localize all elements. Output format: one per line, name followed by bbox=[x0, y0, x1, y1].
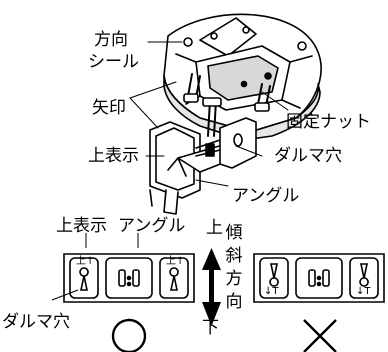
incorrect-mounting-figure bbox=[253, 253, 385, 352]
mounting-bolts bbox=[183, 73, 271, 137]
label-keyhole: ダルマ穴 bbox=[274, 146, 342, 166]
label-angle: アングル bbox=[232, 186, 300, 206]
label-tilt-direction: 傾斜方向 bbox=[225, 223, 243, 312]
bracket-assembly bbox=[149, 117, 257, 215]
label-direction-seal-line2: シール bbox=[88, 52, 139, 72]
tilt-direction-arrow bbox=[202, 248, 221, 326]
label-arrow-mark: 矢印 bbox=[92, 98, 126, 118]
label-fixing-nut: 固定ナット bbox=[286, 112, 371, 132]
label-down: 下 bbox=[202, 318, 219, 338]
leader-lines bbox=[129, 41, 289, 187]
correct-mounting-figure bbox=[51, 233, 195, 352]
label-keyhole-bottom: ダルマ穴 bbox=[2, 312, 70, 332]
plate-mark-up-left: 上↑ bbox=[76, 256, 95, 267]
plate-mark-down-right: ↓T bbox=[356, 286, 371, 297]
label-top-indicator: 上表示 bbox=[88, 146, 139, 166]
plate-mark-up-right: 上↑ bbox=[166, 256, 185, 267]
label-up: 上 bbox=[206, 218, 223, 238]
plate-mark-down-left: ↓T bbox=[264, 286, 279, 297]
label-direction-seal-line1: 方向 bbox=[94, 30, 128, 50]
label-angle-bottom: アングル bbox=[118, 216, 186, 236]
label-top-indicator-bottom: 上表示 bbox=[56, 216, 107, 236]
